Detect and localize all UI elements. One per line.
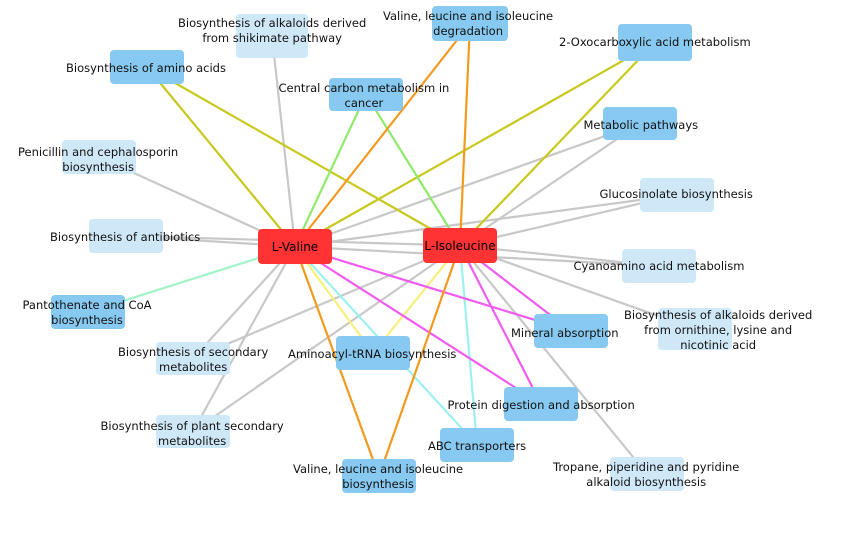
node-label-plant_secondary: Biosynthesis of plant secondary metaboli…: [100, 419, 284, 448]
edge-isoleucine-alk_ornithine: [459, 244, 696, 331]
node-label-vli_biosynthesis: Valine, leucine and isoleucine biosynthe…: [293, 462, 464, 491]
node-glucosinolate[interactable]: [640, 178, 714, 212]
node-label-antibiotics: Biosynthesis of antibiotics: [50, 230, 201, 244]
node-label-secondary: Biosynthesis of secondary metabolites: [118, 345, 269, 374]
edge-valine-amino_acids: [146, 66, 296, 248]
node-label-vli_degradation: Valine, leucine and isoleucine degradati…: [383, 9, 554, 38]
edge-valine-oxocarboxylic: [294, 41, 656, 248]
edge-valine-central_carbon: [294, 94, 367, 247]
node-label-aminoacyl: Aminoacyl-tRNA biosynthesis: [288, 347, 457, 361]
edge-valine-secondary: [192, 245, 296, 360]
node-abc[interactable]: [440, 428, 514, 462]
edge-isoleucine-amino_acids: [146, 66, 461, 247]
node-label-oxocarboxylic: 2-Oxocarboxylic acid metabolism: [559, 35, 751, 49]
edge-isoleucine-abc: [458, 245, 479, 446]
node-label-amino_acids: Biosynthesis of amino acids: [66, 61, 226, 75]
node-oxocarboxylic[interactable]: [618, 24, 692, 61]
edge-valine-glucosinolate: [294, 193, 678, 248]
node-label-protein_digestion: Protein digestion and absorption: [447, 398, 635, 412]
node-label-pantothenate: Pantothenate and CoA biosynthesis: [22, 298, 152, 327]
node-central_carbon[interactable]: [329, 78, 403, 111]
node-antibiotics[interactable]: [89, 219, 163, 253]
node-vli_biosynthesis[interactable]: [342, 459, 416, 493]
node-protein_digestion[interactable]: [504, 387, 578, 421]
edge-valine-protein_digestion: [294, 245, 542, 405]
node-label-mineral: Mineral absorption: [511, 326, 619, 340]
node-pantothenate[interactable]: [51, 295, 125, 329]
edge-isoleucine-plant_secondary: [192, 244, 461, 433]
node-plant_secondary[interactable]: [156, 415, 230, 448]
edge-isoleucine-aminoacyl: [372, 244, 461, 354]
hub-node-isoleucine[interactable]: L-Isoleucine: [423, 228, 497, 263]
node-aminoacyl[interactable]: [336, 336, 410, 370]
node-metabolic_pathways[interactable]: [603, 107, 677, 140]
node-penicillin[interactable]: [62, 140, 136, 174]
node-label-metabolic_pathways: Metabolic pathways: [583, 118, 699, 132]
node-label-tropane: Tropane, piperidine and pyridine alkaloi…: [553, 460, 740, 489]
edge-isoleucine-central_carbon: [365, 93, 461, 247]
node-mineral[interactable]: [534, 314, 608, 348]
node-label-alk_ornithine: Biosynthesis of alkaloids derived from o…: [624, 308, 813, 352]
edge-isoleucine-tropane: [459, 244, 648, 475]
node-label-alk_shikimate: Biosynthesis of alkaloids derived from s…: [178, 16, 367, 45]
edge-valine-mineral: [294, 245, 572, 333]
node-alk_shikimate[interactable]: [236, 14, 308, 58]
edge-isoleucine-vli_degradation: [458, 23, 472, 246]
node-amino_acids[interactable]: [110, 50, 184, 84]
node-vli_degradation[interactable]: [432, 6, 508, 41]
edge-valine-plant_secondary: [192, 245, 296, 433]
node-label-cyanoamino: Cyanoamino acid metabolism: [573, 259, 745, 273]
node-alk_ornithine[interactable]: [658, 308, 732, 350]
node-cyanoamino[interactable]: [622, 249, 696, 283]
edge-valine-aminoacyl: [294, 245, 374, 354]
node-label-penicillin: Penicillin and cephalosporin biosynthesi…: [18, 145, 179, 174]
node-secondary[interactable]: [156, 342, 230, 375]
edge-isoleucine-vli_biosynthesis: [377, 245, 462, 477]
node-tropane[interactable]: [610, 457, 684, 491]
edge-valine-metabolic_pathways: [294, 122, 641, 248]
hub-node-valine[interactable]: L-Valine: [258, 229, 332, 264]
node-label-glucosinolate: Glucosinolate biosynthesis: [599, 187, 753, 201]
edge-isoleucine-oxocarboxylic: [459, 41, 656, 247]
edge-valine-vli_degradation: [294, 22, 471, 248]
edge-isoleucine-protein_digestion: [459, 244, 542, 405]
node-label-central_carbon: Central carbon metabolism in cancer: [278, 81, 450, 110]
edge-isoleucine-metabolic_pathways: [459, 122, 641, 247]
edge-isoleucine-secondary: [192, 244, 461, 360]
node-label-abc: ABC transporters: [428, 439, 527, 453]
edge-valine-alk_shikimate: [270, 35, 297, 247]
